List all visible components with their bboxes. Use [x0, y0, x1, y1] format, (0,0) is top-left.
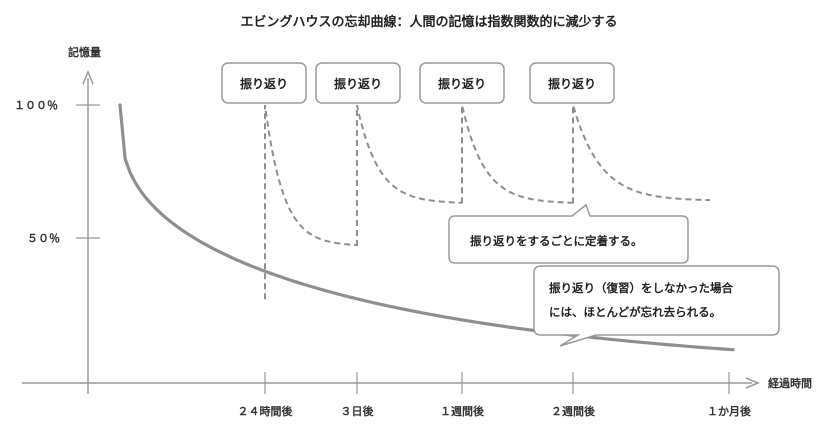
page-title: エビングハウスの忘却曲線：人間の記憶は指数関数的に減少する: [240, 14, 617, 30]
review-curve-1: [264, 104, 358, 300]
review-label-1: 振り返り: [240, 76, 288, 91]
callout-review-box: [448, 203, 689, 264]
review-curve-2: [356, 104, 463, 246]
callout-no-review-line-2: には、ほとんどが忘れ去られる。: [549, 305, 721, 319]
review-box-3: 振り返り: [419, 62, 505, 104]
y-tick-label-100: １００％: [14, 99, 58, 112]
y-tick-label-50: ５０％: [27, 232, 60, 245]
y-axis-label: 記憶量: [68, 45, 101, 59]
review-box-1: 振り返り: [221, 62, 307, 104]
review-curves: [264, 104, 711, 300]
x-tick-label-2w: ２週間後: [551, 404, 596, 418]
x-axis-label: 経過時間: [768, 376, 812, 390]
callout-no-review: 振り返り（復習）をしなかった場合 には、ほとんどが忘れ去られる。: [533, 265, 780, 347]
forgetting-curve-line: [118, 103, 735, 352]
x-tick-label-24h: ２４時間後: [238, 404, 294, 418]
axes: 記憶量 経過時間 １００％ ５０％ ２４時間後 ３日後 １週間後 ２週間後 １か…: [14, 45, 812, 418]
callout-review: 振り返りをするごとに定着する。: [448, 203, 689, 264]
x-tick-label-3d: ３日後: [341, 404, 375, 418]
review-box-4: 振り返り: [529, 62, 615, 104]
callout-review-text: 振り返りをするごとに定着する。: [470, 234, 643, 248]
review-curve-4: [572, 104, 711, 204]
review-box-2: 振り返り: [315, 62, 401, 104]
callout-no-review-box: [533, 265, 780, 347]
y-axis-arrow-icon: [82, 70, 94, 85]
x-tick-label-1m: １か月後: [707, 404, 752, 418]
callout-no-review-line-1: 振り返り（復習）をしなかった場合: [549, 281, 733, 295]
x-tick-label-1w: １週間後: [440, 404, 485, 418]
review-label-4: 振り返り: [548, 76, 596, 91]
review-label-3: 振り返り: [438, 76, 486, 91]
x-axis-arrow-icon: [745, 377, 760, 389]
review-curve-3: [461, 104, 574, 204]
review-label-2: 振り返り: [334, 76, 382, 91]
